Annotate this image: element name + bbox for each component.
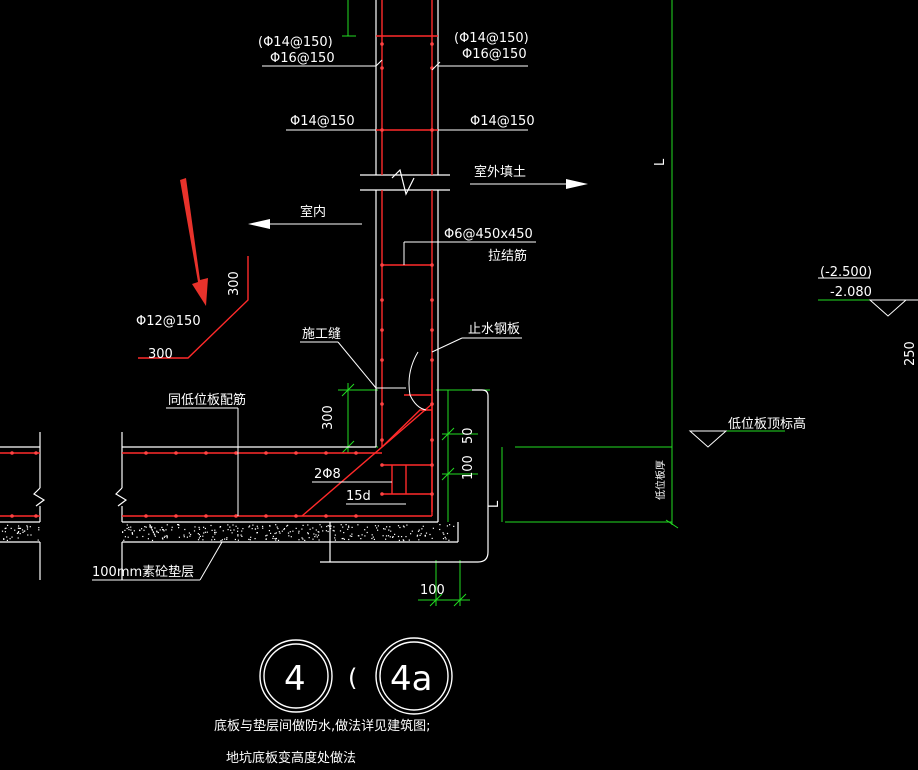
detail-paren: ( — [348, 664, 357, 692]
red-annotation-arrow-icon — [180, 178, 208, 306]
label-construction-joint: 施工缝 — [302, 327, 341, 342]
label-pad-layer: 100mm素砼垫层 — [92, 564, 194, 580]
wall-outline — [0, 0, 489, 580]
detail-circles — [259, 637, 453, 715]
detail-number-4a: 4a — [390, 659, 432, 699]
dimension-lines — [338, 0, 918, 607]
rebar-lines — [0, 0, 438, 517]
elevation-marks — [688, 299, 918, 448]
label-tie-bar-spec: Φ6@450x450 — [444, 227, 533, 242]
label-top-right-bar-b: Φ16@150 — [462, 47, 527, 62]
arrow-left-icon — [248, 219, 270, 229]
label-15d: 15d — [346, 489, 371, 504]
label-dim-100-vertical: 100 — [461, 455, 476, 480]
label-dim-50: 50 — [461, 427, 476, 444]
label-elev-b: -2.080 — [830, 285, 872, 300]
label-2phi8: 2Φ8 — [314, 467, 341, 482]
label-dim-100: 100 — [420, 583, 445, 598]
label-top-left-bar-a: (Φ14@150) — [258, 35, 333, 50]
arrows — [248, 179, 588, 229]
detail-number-4: 4 — [284, 659, 306, 699]
rebar-dots — [10, 42, 434, 518]
label-corner-bar: Φ12@150 — [136, 314, 201, 329]
arrow-right-icon — [566, 179, 588, 189]
label-dim-l-vertical: L — [653, 158, 668, 166]
label-elev-side: 250 — [903, 341, 918, 366]
label-outdoor-fill: 室外填土 — [474, 164, 526, 180]
label-top-right-bar-a: (Φ14@150) — [454, 31, 529, 46]
label-elev-a: (-2.500) — [820, 265, 872, 280]
label-low-slab-thickness: 低位板厚 — [654, 460, 667, 500]
label-mid-left-bar: Φ14@150 — [290, 114, 355, 129]
label-mid-right-bar: Φ14@150 — [470, 114, 535, 129]
concrete-pad-hatch — [1, 524, 455, 542]
label-low-slab-top: 低位板顶标高 — [728, 416, 806, 432]
label-water-stop: 止水钢板 — [468, 322, 520, 337]
label-dim-300: 300 — [321, 405, 336, 430]
leader-lines — [92, 59, 870, 581]
label-top-left-bar-b: Φ16@150 — [270, 51, 335, 66]
label-indoor: 室内 — [300, 204, 326, 220]
label-tie-bar: 拉结筋 — [488, 248, 527, 264]
label-corner-len-horizontal: 300 — [148, 347, 173, 362]
note-line-2: 地坑底板变高度处做法 — [226, 750, 356, 766]
label-dim-l-horizontal: L — [487, 500, 502, 508]
label-corner-len-vertical: 300 — [227, 271, 242, 296]
note-line-1: 底板与垫层间做防水,做法详见建筑图; — [214, 718, 431, 734]
label-slab-rebar: 同低位板配筋 — [168, 392, 246, 408]
